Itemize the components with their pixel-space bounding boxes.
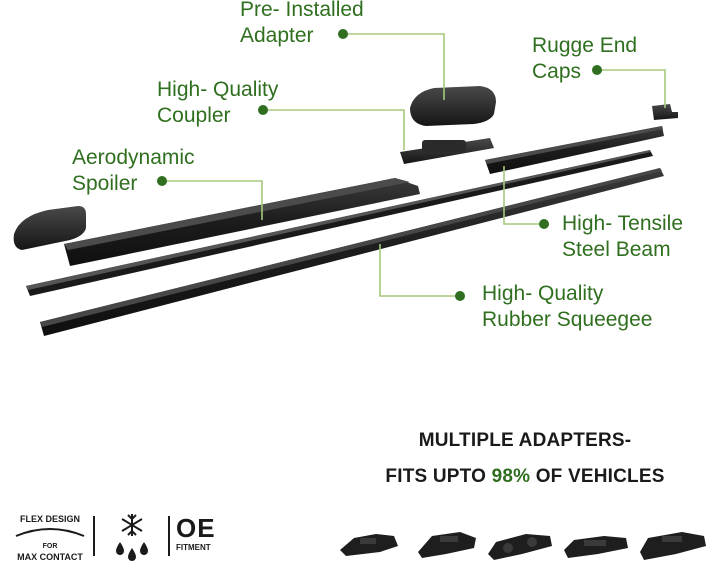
headline-suffix: OF VEHICLES [530,466,665,487]
label-line: Pre- Installed [240,0,364,21]
adapter-variant-3 [488,534,552,560]
rugge-end-caps-label: Rugge End Caps [532,33,637,85]
label-line: Spoiler [72,172,138,195]
weather-feature [116,514,148,561]
label-line: Adapter [240,24,314,47]
label-line: High- Quality [482,282,604,305]
max-contact-text: MAX CONTACT [17,552,83,562]
fitment-headline: FITS UPTO 98% OF VEHICLES [340,466,710,488]
adapter-part [410,86,496,126]
adapter-variant-4 [564,536,628,558]
headline-line-1: MULTIPLE ADAPTERS- [418,430,632,451]
label-line: Rubber Squeegee [482,308,653,331]
label-line: Coupler [157,104,231,127]
label-line: Aerodynamic [72,146,195,169]
right-spoiler-part [485,126,664,174]
right-end-cap-part [652,104,678,120]
adapter-variant-1 [340,534,398,556]
adapter-variant-5 [640,532,706,560]
high-quality-rubber-squeegee-label: High- Quality Rubber Squeegee [482,281,652,333]
exploded-wiper-diagram [13,29,678,336]
flex-design-text: FLEX DESIGN [19,514,80,524]
high-quality-coupler-label: High- Quality Coupler [157,77,278,129]
fitment-text: FITMENT [176,543,211,552]
snowflake-icon [121,514,143,536]
pre-installed-adapter-label: Pre- Installed Adapter [240,0,364,49]
feature-divider [93,516,95,556]
flex-for-text: FOR [42,543,58,550]
adapter-variant-2 [418,532,476,558]
high-tensile-steel-beam-label: High- Tensile Steel Beam [562,211,683,263]
label-line: Rugge End [532,34,638,57]
flex-arc-icon [15,528,85,537]
callout-dots [157,29,602,301]
fitment-percentage: 98% [491,466,531,487]
label-line: High- Tensile [562,212,684,235]
aerodynamic-spoiler-label: Aerodynamic Spoiler [72,145,195,197]
feature-divider [168,516,170,556]
callout-lines [162,33,666,297]
label-line: Steel Beam [562,238,671,261]
flex-design-feature: FLEX DESIGN FOR MAX CONTACT [6,514,94,562]
left-end-cap-part [13,206,87,250]
oe-text: OE [176,513,216,543]
coupler-part [400,138,494,164]
steel-beam-part [26,150,653,296]
headline-prefix: FITS UPTO [385,466,492,487]
adapter-variants [340,532,706,560]
label-line: High- Quality [157,78,279,101]
water-drops-icon [116,542,148,561]
oe-fitment-feature: OE FITMENT [176,514,236,554]
aerodynamic-spoiler-part [64,178,420,266]
label-line: Caps [532,60,582,83]
adapters-headline: MULTIPLE ADAPTERS- [340,430,710,452]
rubber-squeegee-part [40,168,664,336]
